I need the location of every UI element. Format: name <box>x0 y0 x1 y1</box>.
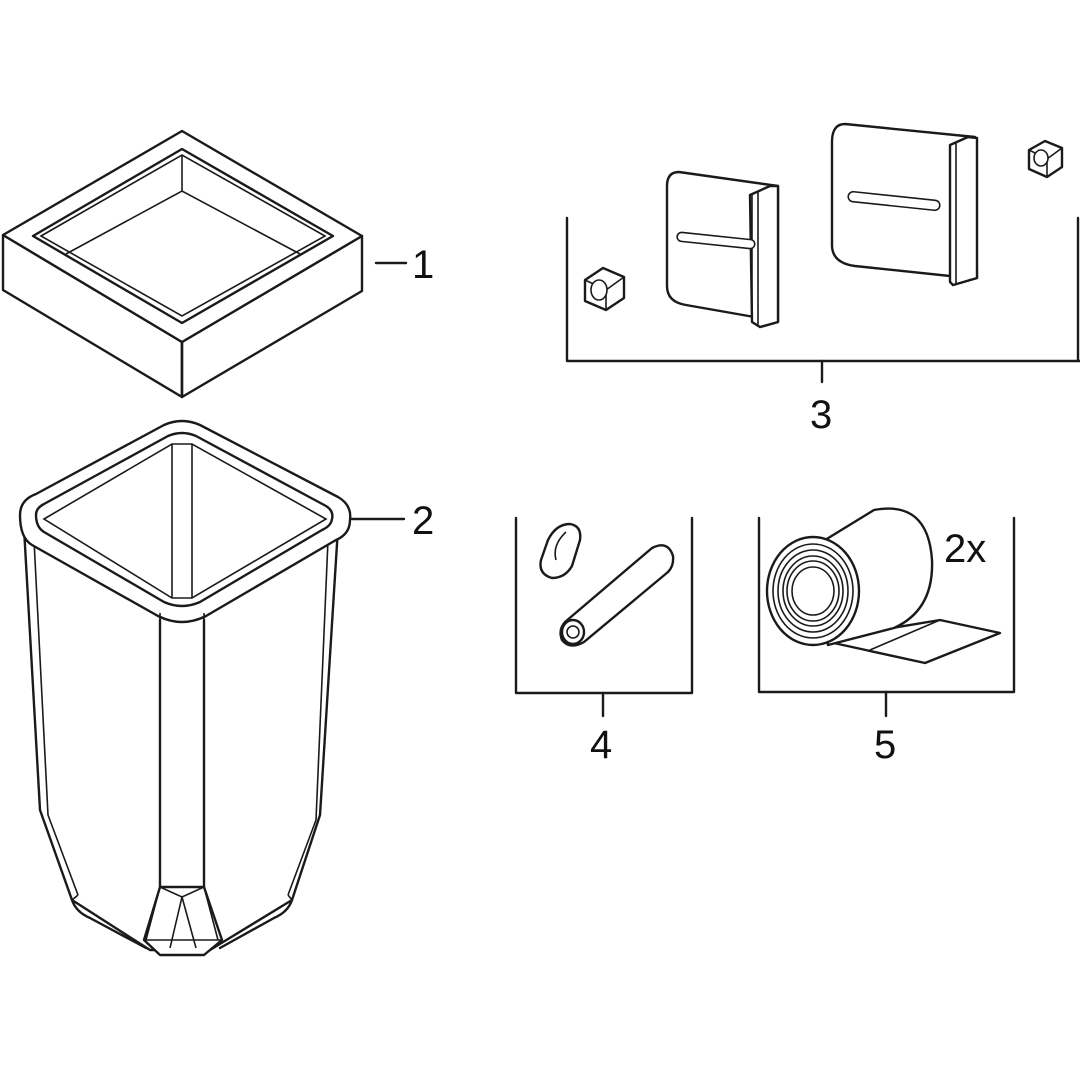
part-5-group-bracket <box>757 516 1016 718</box>
part-5-tape-roll-drawing <box>765 507 1002 665</box>
part-3-mounting-hardware-drawing <box>583 122 1064 329</box>
part-4-pin-and-cap-drawing <box>539 522 675 647</box>
part-2-label: 2 <box>412 499 434 543</box>
part-5-label: 5 <box>874 723 896 767</box>
part-1-label: 1 <box>412 243 434 287</box>
part-3-group-bracket <box>565 216 1080 384</box>
part-1-tray-drawing <box>1 129 364 399</box>
part-3-label: 3 <box>810 393 832 437</box>
part-2-container-drawing <box>18 419 352 957</box>
part-5-quantity-label: 2x <box>944 527 986 571</box>
part-4-group-bracket <box>514 516 694 718</box>
part-4-label: 4 <box>590 723 612 767</box>
